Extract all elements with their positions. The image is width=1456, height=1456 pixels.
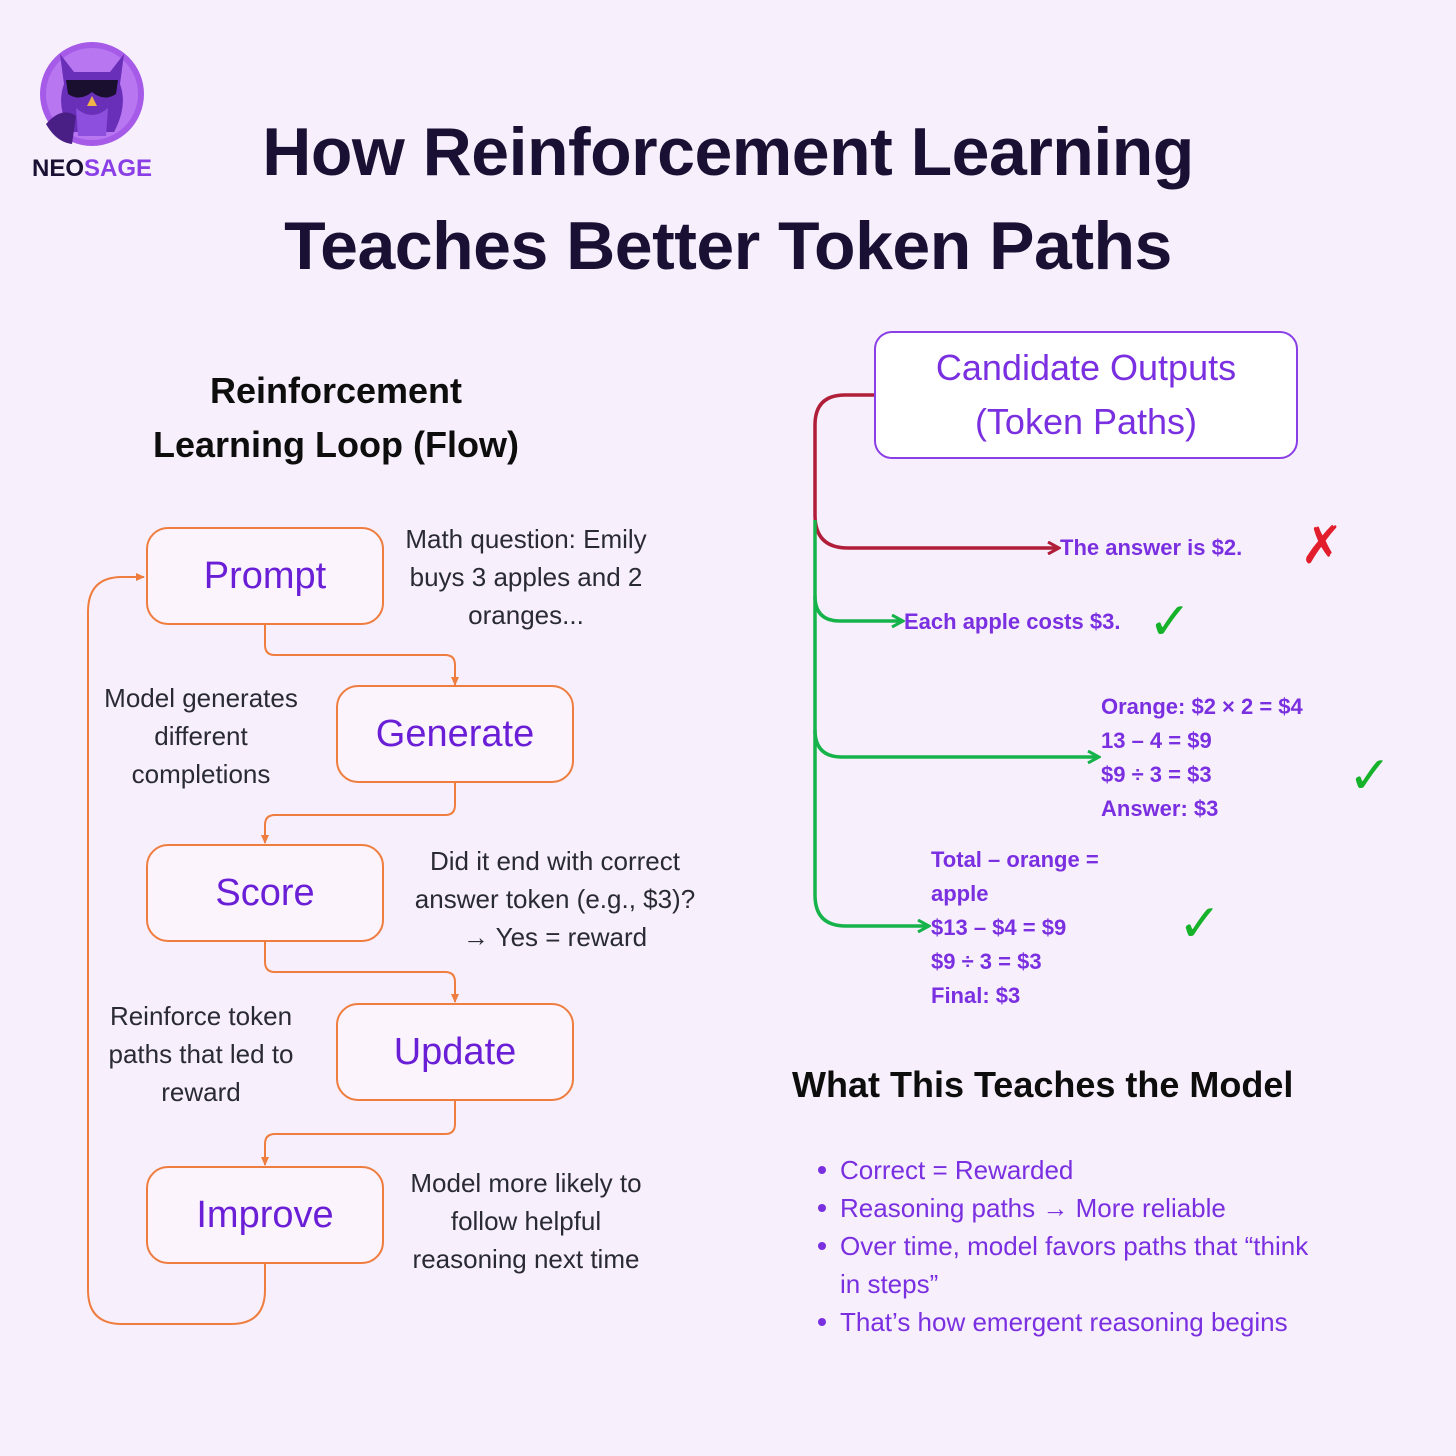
page-title-line1: How Reinforcement Learning [262,114,1194,190]
loop-title-line2: Learning Loop (Flow) [153,424,519,465]
arrow-update-improve [261,1101,456,1166]
step-improve-note: Model more likely to follow helpful reas… [410,1168,642,1274]
loop-title-line1: Reinforcement [209,370,463,411]
check-mark-icon: ✓ [1178,895,1222,953]
candidate-title-line1: Candidate Outputs [935,347,1237,388]
candidate-outputs-box: Candidate Outputs (Token Paths) [874,331,1298,459]
candidate-title-line2: (Token Paths) [974,401,1198,442]
step-prompt-box: Prompt [146,527,384,625]
check-mark-icon: ✓ [1148,593,1192,651]
candidate-path-1: The answer is $2. [1060,535,1243,560]
arrow-loop-back [87,573,266,1325]
branch-rejected [813,393,1058,548]
brand-name-part1: NEO [32,155,85,182]
arrow-prompt-generate [264,625,459,686]
step-score-box: Score [146,844,384,942]
brand-logo: NEOSAGE [32,36,152,186]
branch-trunk [813,520,928,926]
list-item: Correct = Rewarded [818,1151,1394,1189]
step-generate-note: Model generates different completions [104,683,298,789]
lessons-title: What This Teaches the Model [792,1064,1294,1105]
loop-title: Reinforcement Learning Loop (Flow) [126,364,546,472]
step-score-note: Did it end with correct answer token (e.… [414,846,696,952]
branch-path-2 [813,595,902,621]
step-improve-box: Improve [146,1166,384,1264]
arrow-generate-score [261,783,456,844]
candidate-path-2: Each apple costs $3. [904,609,1121,634]
step-generate-box: Generate [336,685,574,783]
step-update-note: Reinforce token paths that led to reward [108,1001,294,1107]
brand-name-part2: SAGE [84,155,153,182]
candidate-path-3: Orange: $2 × 2 = $4 13 – 4 = $9 $9 ÷ 3 =… [1101,694,1303,821]
branch-path-3 [813,729,1098,757]
step-prompt-note: Math question: Emily buys 3 apples and 2… [405,524,647,630]
page-title-line2: Teaches Better Token Paths [284,208,1172,284]
list-item: That’s how emergent reasoning begins [818,1303,1394,1341]
lessons-list: Correct = Rewarded Reasoning paths → Mor… [794,1151,1394,1341]
wrong-mark-icon: ✗ [1300,517,1344,575]
list-item: Over time, model favors paths that “thin… [818,1227,1394,1265]
candidate-path-4: Total – orange = apple $13 – $4 = $9 $9 … [931,847,1099,1008]
list-item-continuation: in steps” [840,1269,939,1299]
check-mark-icon: ✓ [1348,747,1392,805]
step-update-box: Update [336,1003,574,1101]
list-item: Reasoning paths → More reliable [818,1189,1394,1227]
owl-icon [40,42,144,146]
arrow-score-update [264,942,459,1003]
